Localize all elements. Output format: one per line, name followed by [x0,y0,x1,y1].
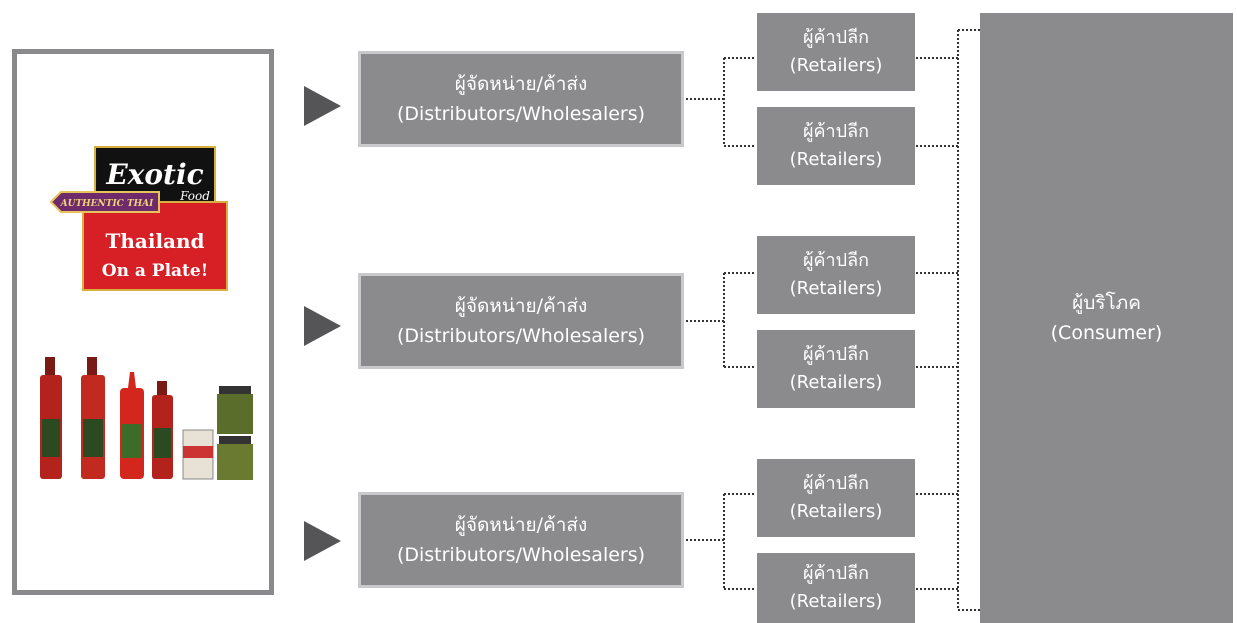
consumer-thai: ผู้บริโภค [1072,292,1141,314]
retailer-box: ผู้ค้าปลีก (Retailers) [757,553,915,623]
retailer-en: (Retailers) [789,278,883,299]
logo-name: Exotic [105,158,203,191]
retailer-thai: ผู้ค้าปลีก [802,344,870,365]
slogan-line1: Thailand [105,229,204,253]
retailer-en: (Retailers) [789,372,883,393]
product-bottle-2 [81,357,105,479]
consumer-en: (Consumer) [1050,322,1163,344]
arrow-icon [304,521,341,561]
brand-artwork: Exotic Food AUTHENTIC THAI Thailand On a… [40,146,253,480]
distributor-thai: ผู้จัดหน่าย/ค้าส่ง [454,295,588,317]
retailer-box: ผู้ค้าปลีก (Retailers) [757,236,915,314]
ribbon-text: AUTHENTIC THAI [60,199,155,209]
retailer-thai: ผู้ค้าปลีก [802,473,870,494]
retailer-thai: ผู้ค้าปลีก [802,563,870,584]
distributor-box: ผู้จัดหน่าย/ค้าส่ง (Distributors/Wholesa… [358,273,684,369]
retailer-box: ผู้ค้าปลีก (Retailers) [757,330,915,408]
retailer-thai: ผู้ค้าปลีก [802,121,870,142]
logo-sub: Food [179,189,210,203]
retailer-thai: ผู้ค้าปลีก [802,27,870,48]
retailer-en: (Retailers) [789,591,883,612]
distributor-box: ผู้จัดหน่าย/ค้าส่ง (Distributors/Wholesa… [358,492,684,588]
slogan-box [82,201,228,291]
product-bottle-1 [40,357,62,479]
dotted-lines [686,29,980,611]
retailer-box: ผู้ค้าปลีก (Retailers) [757,107,915,185]
distributor-thai: ผู้จัดหน่าย/ค้าส่ง [454,73,588,95]
ribbon-shape [49,191,160,213]
brand-panel: Exotic Food AUTHENTIC THAI Thailand On a… [12,49,274,595]
arrow-icon [304,86,341,126]
retailer-en: (Retailers) [789,149,883,170]
slogan-line2: On a Plate! [102,261,208,281]
retailer-en: (Retailers) [789,501,883,522]
retailer-en: (Retailers) [789,55,883,76]
product-can [182,429,214,480]
product-jar-bottom [217,436,253,480]
retailer-thai: ผู้ค้าปลีก [802,250,870,271]
consumer-box: ผู้บริโภค (Consumer) [980,13,1233,623]
retailer-box: ผู้ค้าปลีก (Retailers) [757,459,915,537]
product-jar-top [217,386,253,434]
arrow-icon [304,306,341,346]
product-bottle-3 [120,372,144,479]
distributor-en: (Distributors/Wholesalers) [396,544,646,566]
distributor-box: ผู้จัดหน่าย/ค้าส่ง (Distributors/Wholesa… [358,51,684,147]
product-bottle-4 [152,381,173,479]
distributor-en: (Distributors/Wholesalers) [396,325,646,347]
retailer-box: ผู้ค้าปลีก (Retailers) [757,13,915,91]
distributor-thai: ผู้จัดหน่าย/ค้าส่ง [454,514,588,536]
distributor-en: (Distributors/Wholesalers) [396,103,646,125]
